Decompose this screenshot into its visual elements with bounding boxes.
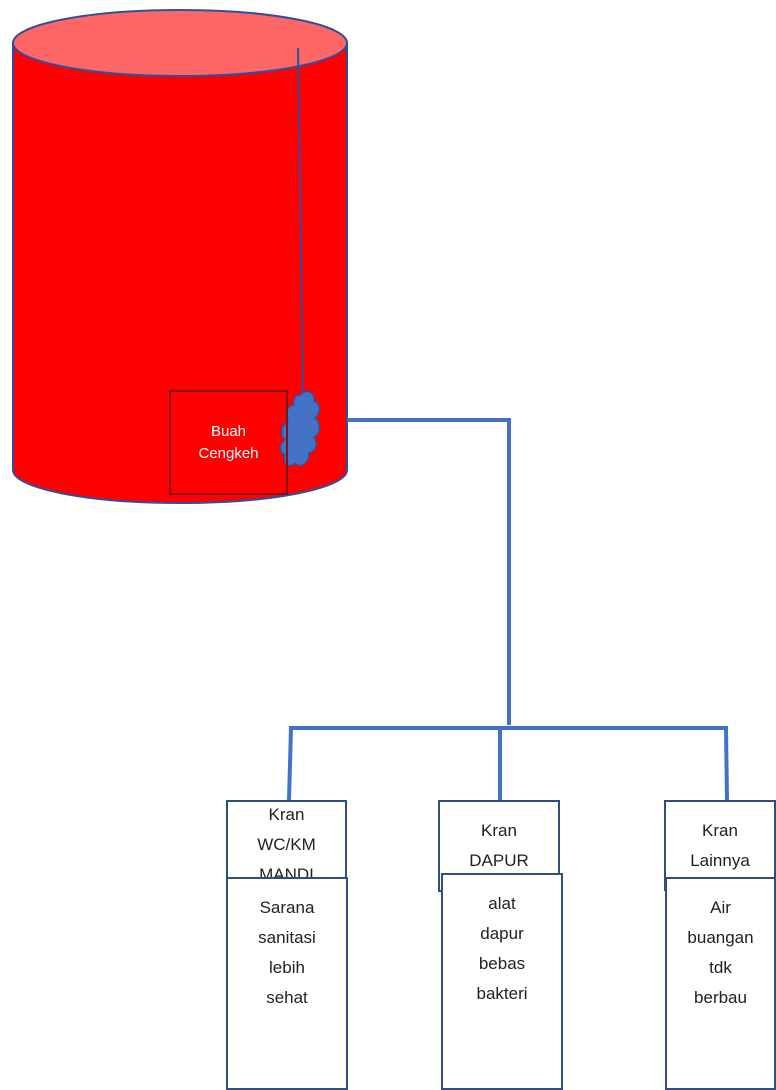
tap-label-dapur: Kran DAPUR <box>469 821 529 870</box>
result-box-wc: Sarana sanitasi lebih sehat <box>226 877 348 1090</box>
tap-label-wc: Kran WC/KM MANDI <box>257 804 316 884</box>
tank-body <box>12 42 348 504</box>
result-text-dapur: alat dapur bebas bakteri <box>476 894 528 1003</box>
tap-box-lainnya: Kran Lainnya <box>664 800 776 891</box>
water-tank <box>12 9 348 504</box>
result-text-lainnya: Air buangan tdk berbau <box>687 898 754 1007</box>
result-text-wc: Sarana sanitasi lebih sehat <box>258 898 316 1007</box>
distribution-pipe <box>287 726 729 801</box>
tap-box-wc: Kran WC/KM MANDI <box>226 800 347 889</box>
tank-top <box>12 9 348 77</box>
tap-label-lainnya: Kran Lainnya <box>690 820 750 870</box>
result-box-lainnya: Air buangan tdk berbau <box>665 877 776 1090</box>
outlet-pipe <box>347 418 511 725</box>
hanging-string <box>297 47 304 396</box>
clove-label-text: Buah Cengkeh <box>198 422 259 462</box>
clove-label-box: Buah Cengkeh <box>169 390 288 495</box>
result-box-dapur: alat dapur bebas bakteri <box>441 873 563 1090</box>
